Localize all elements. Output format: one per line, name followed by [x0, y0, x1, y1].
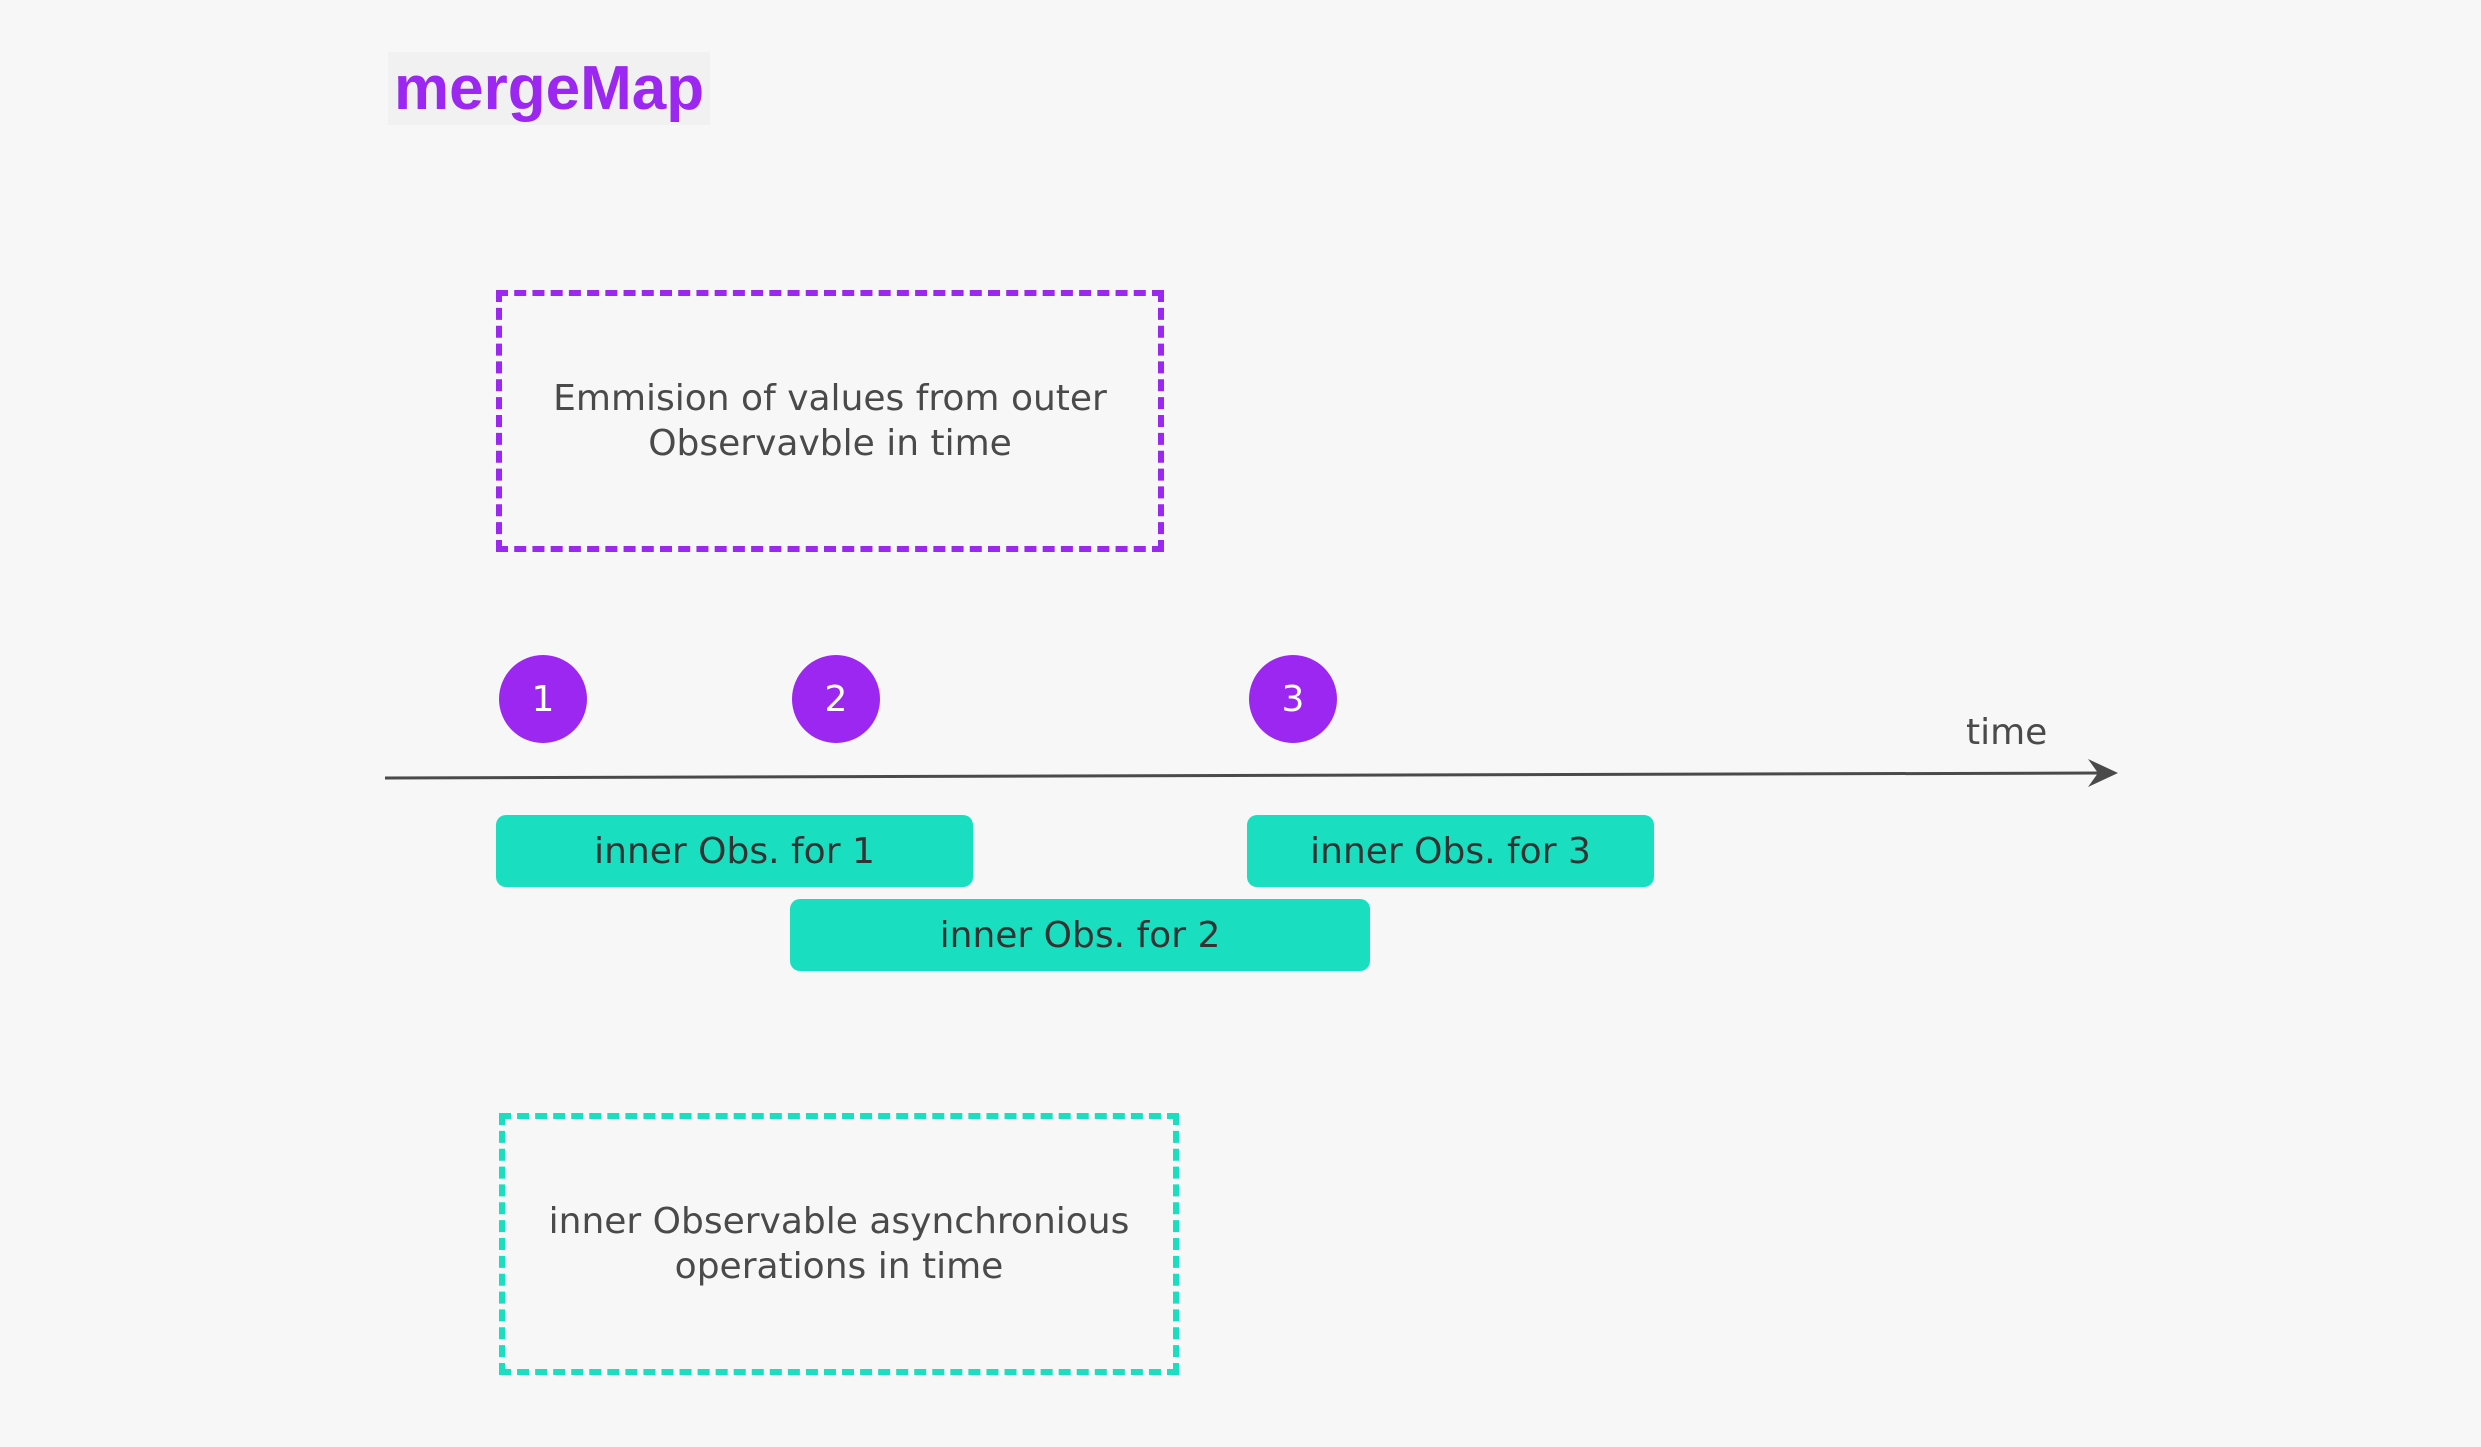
inner-observable-bar: inner Obs. for 3	[1247, 815, 1654, 887]
page-title: mergeMap	[388, 52, 711, 126]
inner-observable-note-text: inner Observable asynchronious operation…	[548, 1201, 1130, 1287]
inner-observable-bar: inner Obs. for 1	[496, 815, 973, 887]
inner-observable-note: inner Observable asynchronious operation…	[499, 1113, 1179, 1375]
outer-value-marble: 3	[1249, 655, 1337, 743]
inner-observable-bar: inner Obs. for 2	[790, 899, 1370, 971]
outer-observable-note-text: Emmision of values from outer Observavbl…	[553, 378, 1107, 464]
outer-value-marble: 2	[792, 655, 880, 743]
timeline-axis	[384, 771, 2099, 780]
timeline-label: time	[1966, 712, 2048, 753]
outer-value-marble: 1	[499, 655, 587, 743]
timeline-arrowhead-icon	[2088, 759, 2118, 787]
outer-observable-note: Emmision of values from outer Observavbl…	[496, 290, 1164, 552]
